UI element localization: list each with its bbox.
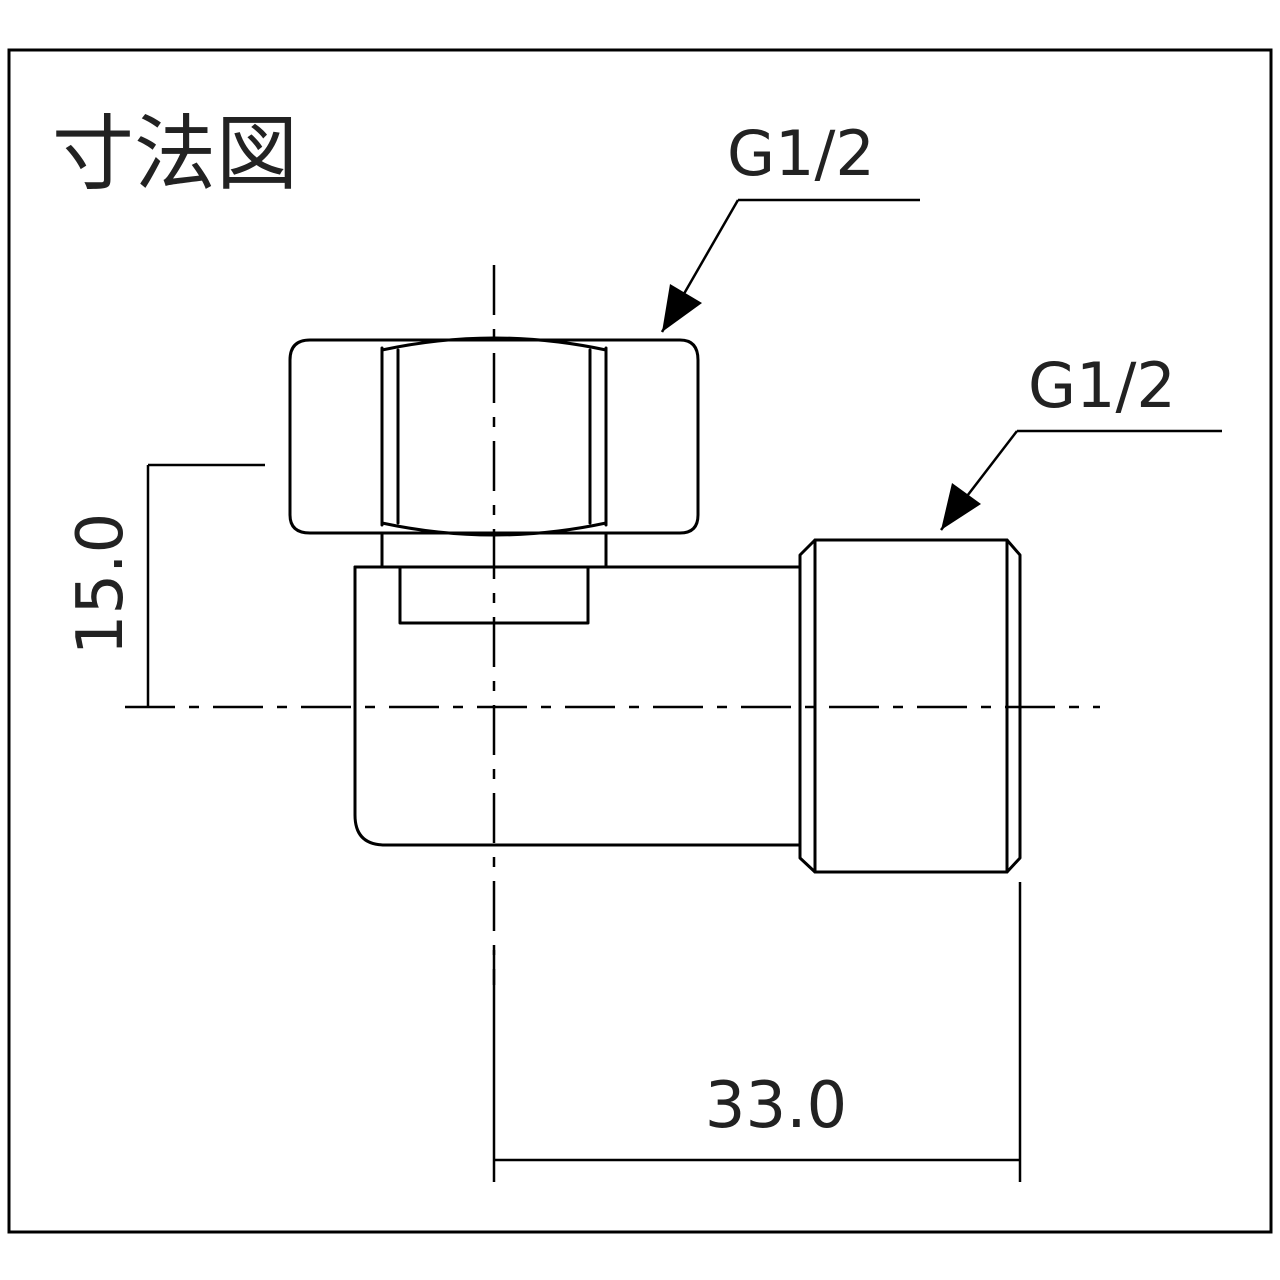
elbow-body — [353, 565, 802, 847]
side-thread-leader — [940, 429, 1222, 531]
top-thread-leader — [660, 198, 920, 333]
nut-neck — [380, 531, 608, 569]
drawing-frame — [7, 48, 1273, 1234]
drawing-title: 寸法図 — [52, 107, 298, 202]
hex-nut — [288, 336, 700, 537]
top-thread-callout: G1/2 — [727, 117, 875, 190]
length-dimension — [492, 882, 1022, 1182]
height-dimension-value: 15.0 — [64, 513, 138, 656]
length-dimension-value: 33.0 — [705, 1069, 848, 1143]
side-thread-callout: G1/2 — [1028, 349, 1176, 422]
side-thread-fitting — [798, 538, 1022, 874]
height-dimension — [146, 463, 265, 707]
